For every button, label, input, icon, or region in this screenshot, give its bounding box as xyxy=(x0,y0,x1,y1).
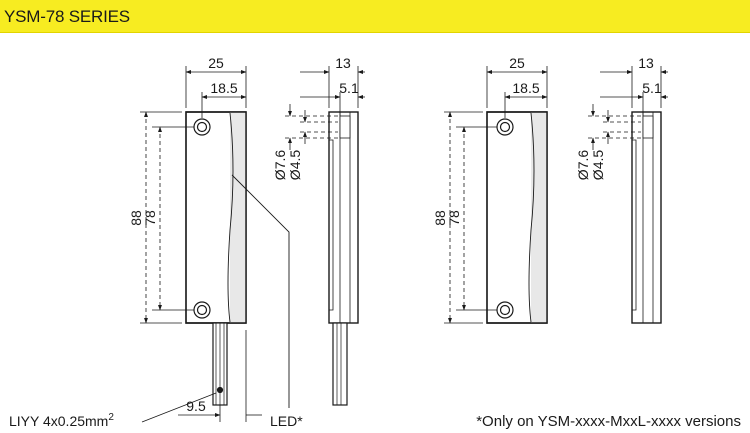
right-side-view xyxy=(631,111,662,324)
left-front-dimensions xyxy=(140,66,262,422)
left-width-outer-label: 25 xyxy=(208,55,224,71)
right-side-dia-outer-label: Ø7.6 xyxy=(575,150,591,181)
left-height-inner-label: 78 xyxy=(142,210,158,226)
left-side-dia-inner-label: Ø4.5 xyxy=(287,150,303,181)
cable-spec-label: LIYY 4x0.25mm2 xyxy=(9,412,114,429)
left-side-dia-outer-label: Ø7.6 xyxy=(272,150,288,181)
right-height-inner-label: 78 xyxy=(446,210,462,226)
right-side-dimensions xyxy=(588,66,668,150)
left-cable xyxy=(212,322,228,406)
right-width-outer-label: 25 xyxy=(509,55,525,71)
left-width-inner-label: 18.5 xyxy=(210,80,237,96)
right-front-dimensions xyxy=(444,66,548,324)
right-bottom-mount-hole xyxy=(496,301,514,319)
right-height-outer-label: 88 xyxy=(432,210,448,226)
right-width-inner-label: 18.5 xyxy=(512,80,539,96)
series-header-bar: YSM-78 SERIES xyxy=(0,0,750,33)
right-side-dia-inner-label: Ø4.5 xyxy=(590,150,606,181)
cable-spec-leader xyxy=(141,392,217,423)
right-front-view xyxy=(486,111,548,324)
footnote: *Only on YSM-xxxx-MxxL-xxxx versions xyxy=(476,413,741,430)
led-label: LED* xyxy=(270,413,303,429)
right-side-body xyxy=(631,111,662,324)
left-side-cable xyxy=(332,322,348,406)
left-side-dimensions xyxy=(285,66,365,150)
cable-offset-label: 9.5 xyxy=(186,398,206,414)
led-leader-line xyxy=(231,174,290,408)
left-top-mount-hole xyxy=(193,118,211,136)
left-bottom-mount-hole xyxy=(193,301,211,319)
left-side-depth-label: 13 xyxy=(335,55,351,71)
series-title: YSM-78 SERIES xyxy=(4,7,130,26)
right-side-offset-label: 5.1 xyxy=(642,80,662,96)
right-top-mount-hole xyxy=(496,118,514,136)
left-side-view xyxy=(328,111,359,406)
left-front-view xyxy=(185,111,290,408)
left-body-bevel xyxy=(230,112,246,323)
left-side-offset-label: 5.1 xyxy=(339,80,359,96)
right-side-depth-label: 13 xyxy=(638,55,654,71)
left-height-outer-label: 88 xyxy=(128,210,144,226)
